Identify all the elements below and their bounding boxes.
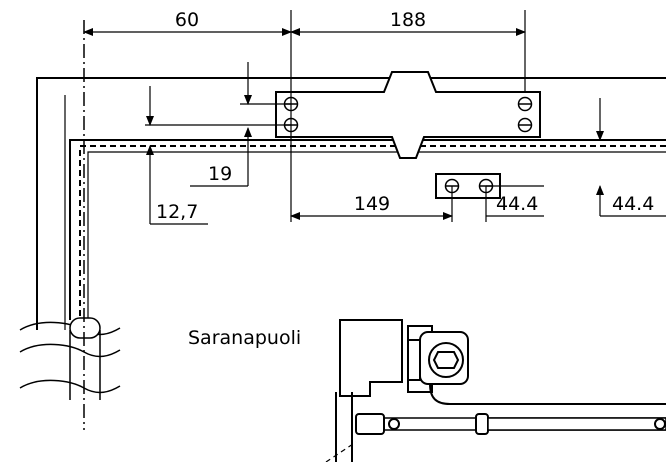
- door-frame: [36, 77, 666, 330]
- dimension-188: [290, 10, 526, 92]
- dimension-60: [83, 10, 292, 222]
- dimension-44-4-middle: [485, 185, 544, 222]
- closer-mounting-plate: [275, 71, 541, 159]
- dimension-188-label: 188: [390, 9, 426, 31]
- door-swing-line: [325, 441, 357, 462]
- door-leaf-line: [79, 145, 666, 330]
- dimension-44-4-middle-label: 44.4: [496, 193, 538, 215]
- dimension-12-7: [145, 86, 291, 225]
- dimension-12-7-label: 12,7: [156, 201, 198, 223]
- closer-detail: [335, 319, 666, 462]
- dimension-60-label: 60: [175, 9, 199, 31]
- dimension-19: [190, 62, 291, 187]
- dimension-149: [290, 186, 453, 222]
- dimension-44-4-right: [596, 98, 666, 217]
- break-lines: [19, 317, 121, 400]
- dimension-149-label: 149: [354, 193, 390, 215]
- hinge-side-label: Saranapuoli: [188, 327, 301, 349]
- dimension-44-4-right-label: 44.4: [612, 193, 654, 215]
- dimension-19-label: 19: [208, 163, 232, 185]
